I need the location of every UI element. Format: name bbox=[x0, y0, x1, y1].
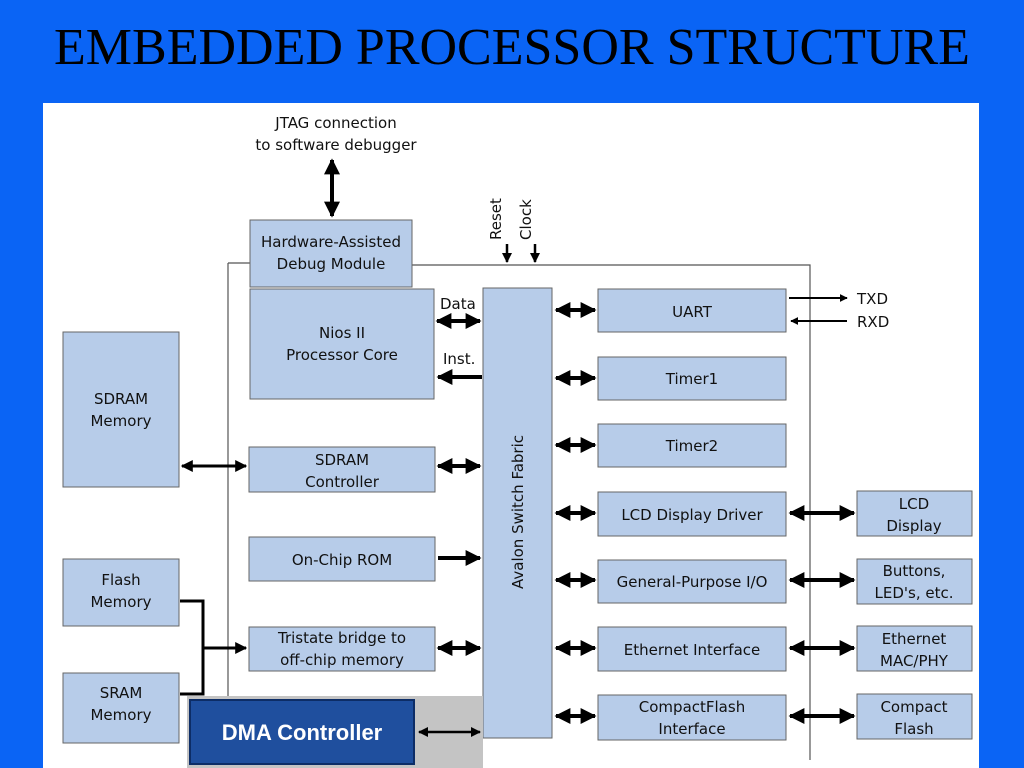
reset-label: Reset bbox=[487, 198, 505, 240]
cf-interface-line1: CompactFlash bbox=[639, 698, 745, 716]
gpio-label: General-Purpose I/O bbox=[617, 573, 768, 591]
sdram-memory-line2: Memory bbox=[90, 412, 151, 430]
timer1-box: Timer1 bbox=[597, 356, 787, 401]
debug-module-box: Hardware-Assisted Debug Module bbox=[249, 219, 413, 288]
lcd-driver-box: LCD Display Driver bbox=[597, 491, 787, 537]
dma-controller-box: DMA Controller bbox=[189, 699, 415, 765]
timer2-box: Timer2 bbox=[597, 423, 787, 468]
onchip-rom-box: On-Chip ROM bbox=[248, 536, 436, 582]
cf-interface-box: CompactFlash Interface bbox=[597, 694, 787, 741]
sdram-controller-line1: SDRAM bbox=[315, 451, 369, 469]
buttons-box: Buttons, LED's, etc. bbox=[856, 558, 973, 605]
onchip-rom-label: On-Chip ROM bbox=[292, 551, 392, 569]
rxd-label: RXD bbox=[857, 313, 889, 331]
jtag-label-line1: JTAG connection bbox=[274, 114, 396, 132]
compact-flash-line2: Flash bbox=[894, 720, 933, 738]
lcd-driver-label: LCD Display Driver bbox=[621, 506, 763, 524]
cf-interface-line2: Interface bbox=[658, 720, 725, 738]
sram-memory-line2: Memory bbox=[90, 706, 151, 724]
debug-module-line2: Debug Module bbox=[277, 255, 386, 273]
lcd-display-box: LCD Display bbox=[856, 490, 973, 537]
timer1-label: Timer1 bbox=[665, 370, 718, 388]
inst-label: Inst. bbox=[443, 350, 475, 368]
dma-controller-label: DMA Controller bbox=[222, 720, 383, 745]
lcd-display-line2: Display bbox=[886, 517, 941, 535]
ethernet-interface-box: Ethernet Interface bbox=[597, 626, 787, 672]
system-border bbox=[227, 262, 811, 760]
data-label: Data bbox=[440, 295, 476, 313]
compact-flash-box: Compact Flash bbox=[856, 693, 973, 740]
sdram-memory-box: SDRAM Memory bbox=[62, 331, 180, 488]
avalon-fabric-box: Avalon Switch Fabric bbox=[482, 287, 553, 739]
lcd-display-line1: LCD bbox=[899, 495, 929, 513]
timer2-label: Timer2 bbox=[665, 437, 718, 455]
memory-bus bbox=[180, 599, 248, 696]
uart-box: UART bbox=[597, 288, 787, 333]
tristate-line1: Tristate bridge to bbox=[277, 629, 406, 647]
avalon-fabric-label: Avalon Switch Fabric bbox=[509, 435, 527, 589]
sram-memory-box: SRAM Memory bbox=[62, 672, 180, 744]
buttons-line2: LED's, etc. bbox=[875, 584, 954, 602]
ethernet-interface-label: Ethernet Interface bbox=[624, 641, 761, 659]
jtag-label-line2: to software debugger bbox=[255, 136, 417, 154]
clock-label: Clock bbox=[517, 199, 535, 240]
sdram-controller-box: SDRAM Controller bbox=[248, 446, 436, 493]
ethernet-phy-line1: Ethernet bbox=[882, 630, 947, 648]
processor-line1: Nios II bbox=[319, 324, 365, 342]
flash-memory-line2: Memory bbox=[90, 593, 151, 611]
uart-label: UART bbox=[672, 303, 713, 321]
gpio-box: General-Purpose I/O bbox=[597, 559, 787, 604]
tristate-line2: off-chip memory bbox=[280, 651, 404, 669]
buttons-line1: Buttons, bbox=[883, 562, 946, 580]
debug-module-line1: Hardware-Assisted bbox=[261, 233, 401, 251]
sdram-memory-line1: SDRAM bbox=[94, 390, 148, 408]
ethernet-phy-box: Ethernet MAC/PHY bbox=[856, 625, 973, 672]
slide-title: EMBEDDED PROCESSOR STRUCTURE bbox=[54, 19, 970, 76]
sram-memory-line1: SRAM bbox=[100, 684, 143, 702]
compact-flash-line1: Compact bbox=[880, 698, 947, 716]
flash-memory-line1: Flash bbox=[101, 571, 140, 589]
sdram-controller-line2: Controller bbox=[305, 473, 380, 491]
txd-label: TXD bbox=[856, 290, 888, 308]
flash-memory-box: Flash Memory bbox=[62, 558, 180, 627]
processor-line2: Processor Core bbox=[286, 346, 398, 364]
ethernet-phy-line2: MAC/PHY bbox=[880, 652, 949, 670]
processor-core-box: Nios II Processor Core bbox=[249, 288, 435, 400]
tristate-bridge-box: Tristate bridge to off-chip memory bbox=[248, 626, 436, 672]
